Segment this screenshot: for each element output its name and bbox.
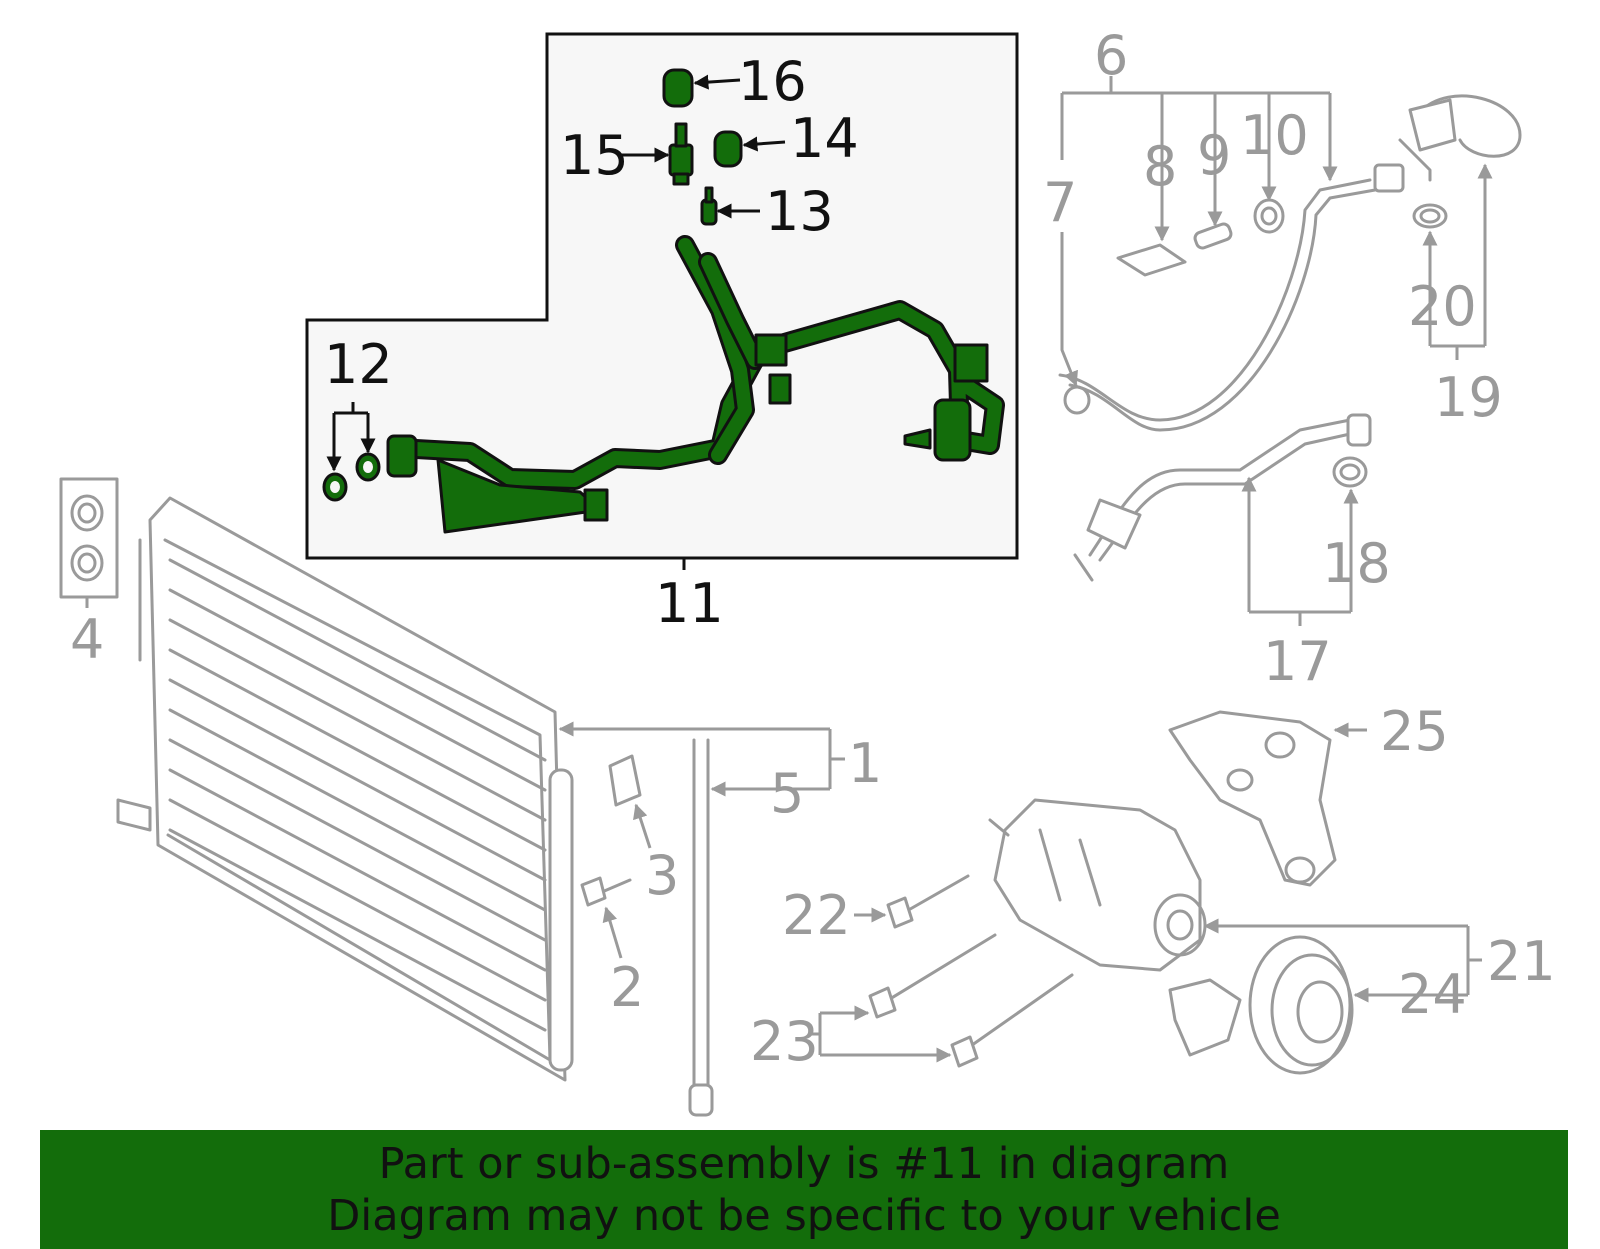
part-2-bolt[interactable] bbox=[580, 876, 632, 907]
callout-19: 19 bbox=[1434, 366, 1503, 429]
callout-12: 12 bbox=[324, 333, 393, 396]
callout-9: 9 bbox=[1197, 124, 1231, 187]
part-8-sensor[interactable] bbox=[1116, 243, 1187, 277]
callout-25: 25 bbox=[1380, 700, 1449, 763]
part-16-cap[interactable] bbox=[662, 68, 694, 108]
part-21-compressor[interactable] bbox=[988, 798, 1207, 972]
part-24-clutch[interactable] bbox=[1168, 935, 1354, 1075]
callout-16: 16 bbox=[738, 50, 807, 113]
footer-line-1: Part or sub-assembly is #11 in diagram bbox=[378, 1138, 1230, 1189]
callout-21: 21 bbox=[1487, 930, 1556, 993]
callout-23: 23 bbox=[750, 1010, 819, 1073]
callout-8: 8 bbox=[1143, 135, 1177, 198]
ac-line-assembly[interactable] bbox=[386, 235, 1005, 534]
part-1-condenser[interactable] bbox=[116, 496, 574, 1082]
callout-17: 17 bbox=[1263, 630, 1332, 693]
callout-4: 4 bbox=[70, 608, 104, 671]
footer-banner: Part or sub-assembly is #11 in diagram D… bbox=[40, 1130, 1568, 1249]
callout-14: 14 bbox=[790, 107, 859, 170]
part-18-o-ring[interactable] bbox=[1332, 456, 1368, 488]
part-19-line[interactable] bbox=[1398, 94, 1522, 182]
callout-2: 2 bbox=[610, 956, 644, 1019]
callout-15: 15 bbox=[560, 124, 629, 187]
callout-10: 10 bbox=[1240, 104, 1309, 167]
callout-6: 6 bbox=[1094, 24, 1128, 87]
part-13-valve-core[interactable] bbox=[700, 186, 718, 226]
callout-3: 3 bbox=[645, 844, 679, 907]
callout-5: 5 bbox=[770, 762, 804, 825]
callout-18: 18 bbox=[1322, 532, 1391, 595]
part-3-clip[interactable] bbox=[608, 754, 642, 807]
part-14-cap[interactable] bbox=[713, 130, 743, 168]
callout-22: 22 bbox=[782, 884, 851, 947]
footer-line-2: Diagram may not be specific to your vehi… bbox=[327, 1190, 1281, 1241]
callout-13: 13 bbox=[765, 180, 834, 243]
part-9-valve[interactable] bbox=[1193, 222, 1233, 250]
part-11-inset[interactable] bbox=[305, 32, 1019, 570]
callout-24: 24 bbox=[1398, 963, 1467, 1026]
callout-1: 1 bbox=[848, 732, 882, 795]
callout-20: 20 bbox=[1408, 275, 1477, 338]
part-6-hose[interactable] bbox=[1058, 163, 1405, 432]
part-20-o-ring[interactable] bbox=[1412, 203, 1448, 229]
part-10-o-ring[interactable] bbox=[1253, 198, 1285, 234]
part-22-bolt[interactable] bbox=[886, 874, 970, 929]
part-17-hose[interactable] bbox=[1073, 413, 1372, 582]
part-5-rod[interactable] bbox=[688, 738, 714, 1117]
part-4-seal-plate[interactable] bbox=[59, 477, 119, 608]
part-25-bracket[interactable] bbox=[1168, 710, 1337, 887]
callout-11: 11 bbox=[655, 572, 724, 635]
part-15-switch[interactable] bbox=[668, 122, 694, 186]
part-23-bolts[interactable] bbox=[868, 933, 1074, 1068]
callout-7: 7 bbox=[1043, 171, 1077, 234]
